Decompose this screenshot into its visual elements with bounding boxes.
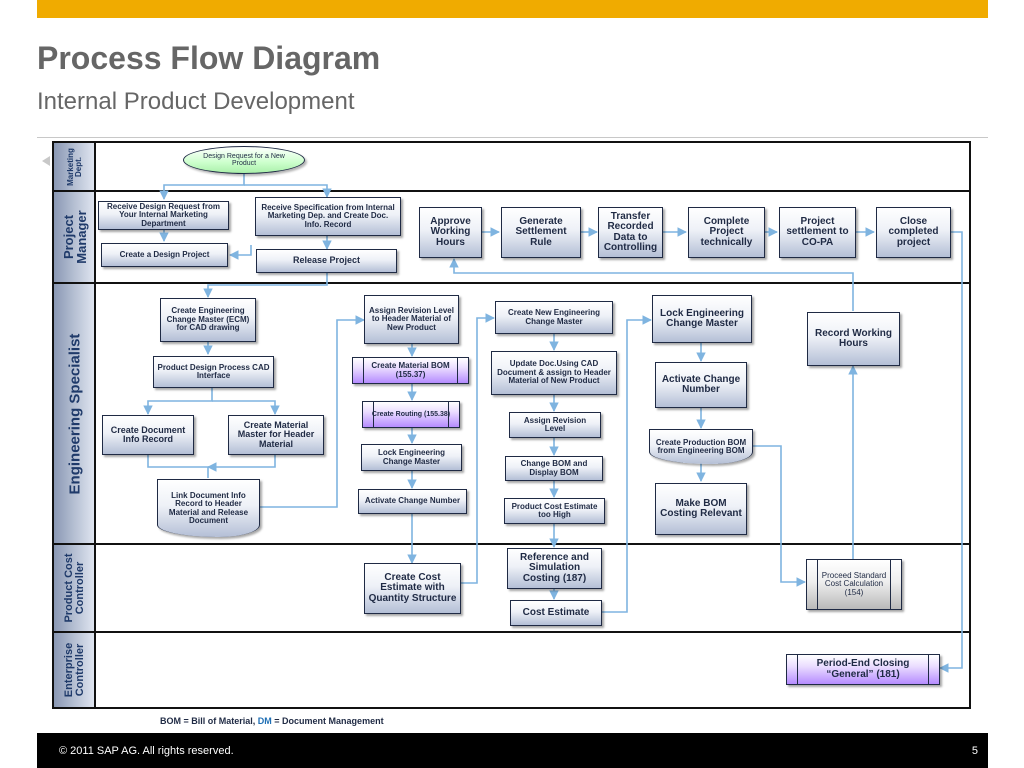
lane-header-marketing: Marketing Dept. [54,143,96,190]
page-number: 5 [971,745,978,757]
step-release-project[interactable]: Release Project [256,249,397,273]
lane-separator [54,543,969,545]
step-change-display-bom[interactable]: Change BOM and Display BOM [505,456,603,481]
footer-bar: © 2011 SAP AG. All rights reserved. 5 [37,733,988,768]
subprocess-period-end-closing[interactable]: Period-End Closing “General” (181) [786,654,940,685]
swimlane-diagram: Marketing Dept. Project Manager Engineer… [52,141,971,709]
step-receive-specification[interactable]: Receive Specification from Internal Mark… [255,197,401,236]
step-create-document-info-record[interactable]: Create Document Info Record [102,415,194,455]
legend-dm: DM [257,716,272,726]
legend-dm-definition: = Document Management [274,716,384,726]
lane-header-engineering: Engineering Specialist [54,284,96,543]
step-cost-estimate-quantity-structure[interactable]: Create Cost Estimate with Quantity Struc… [364,563,461,614]
step-complete-project[interactable]: Complete Project technically [688,207,765,258]
lane-label: Enterprise Controller [63,642,86,698]
title-divider [37,137,988,138]
step-lock-ecm-2[interactable]: Lock Engineering Change Master [652,295,752,343]
step-record-working-hours[interactable]: Record Working Hours [807,312,900,366]
step-make-bom-costing-relevant[interactable]: Make BOM Costing Relevant [655,483,747,535]
step-activate-change-number-2[interactable]: Activate Change Number [655,362,747,408]
subprocess-standard-cost-calculation[interactable]: Proceed Standard Cost Calculation (154) [806,559,902,610]
subprocess-create-routing[interactable]: Create Routing (155.38) [362,401,460,428]
step-assign-revision-level-header[interactable]: Assign Revision Level to Header Material… [364,295,459,344]
step-receive-design-request[interactable]: Receive Design Request from Your Interna… [98,201,229,230]
start-design-request[interactable]: Design Request for a New Product [183,146,305,174]
step-create-production-bom[interactable]: Create Production BOM from Engineering B… [649,429,753,464]
lane-header-project-manager: Project Manager [54,192,96,282]
lane-header-cost-controller: Product Cost Controller [54,545,96,631]
step-reference-simulation-costing[interactable]: Reference and Simulation Costing (187) [507,548,602,589]
step-cad-interface[interactable]: Product Design Process CAD Interface [153,356,274,388]
step-lock-engineering-change-master[interactable]: Lock Engineering Change Master [361,444,462,471]
lane-label: Engineering Specialist [66,333,84,494]
lane-label: Product Cost Controller [63,553,86,623]
step-generate-settlement-rule[interactable]: Generate Settlement Rule [501,207,581,258]
step-cost-estimate[interactable]: Cost Estimate [510,600,602,626]
step-create-ecm[interactable]: Create Engineering Change Master (ECM) f… [160,298,256,342]
lane-header-enterprise-controller: Enterprise Controller [54,633,96,707]
lane-separator [54,282,969,284]
step-assign-revision-level[interactable]: Assign Revision Level [509,412,601,438]
step-project-settlement[interactable]: Project settlement to CO-PA [779,207,856,258]
step-activate-change-number[interactable]: Activate Change Number [358,489,467,514]
lane-separator [54,631,969,633]
page-subtitle: Internal Product Development [37,88,355,115]
step-create-new-ecm[interactable]: Create New Engineering Change Master [495,301,613,334]
step-update-doc-cad[interactable]: Update Doc.Using CAD Document & assign t… [491,351,617,395]
lane-label: Marketing Dept. [66,147,83,186]
copyright-text: © 2011 SAP AG. All rights reserved. [59,745,234,757]
step-approve-working-hours[interactable]: Approve Working Hours [419,207,482,258]
step-create-material-master[interactable]: Create Material Master for Header Materi… [228,415,324,455]
lane-separator [54,190,969,192]
lane-label: Project Manager [61,210,89,264]
previous-slide-icon[interactable] [42,156,50,166]
step-create-design-project[interactable]: Create a Design Project [101,243,228,267]
subprocess-create-material-bom[interactable]: Create Material BOM (155.37) [352,357,469,384]
legend-bom: BOM = Bill of Material, [160,716,256,726]
step-transfer-recorded-data[interactable]: Transfer Recorded Data to Controlling [598,207,663,258]
step-link-document-info-record[interactable]: Link Document Info Record to Header Mate… [157,479,260,537]
top-accent-bar [37,0,988,18]
legend: BOM = Bill of Material, DM = Document Ma… [160,716,384,726]
step-close-project[interactable]: Close completed project [876,207,951,258]
step-product-cost-too-high[interactable]: Product Cost Estimate too High [504,498,605,524]
page-title: Process Flow Diagram [37,40,381,76]
